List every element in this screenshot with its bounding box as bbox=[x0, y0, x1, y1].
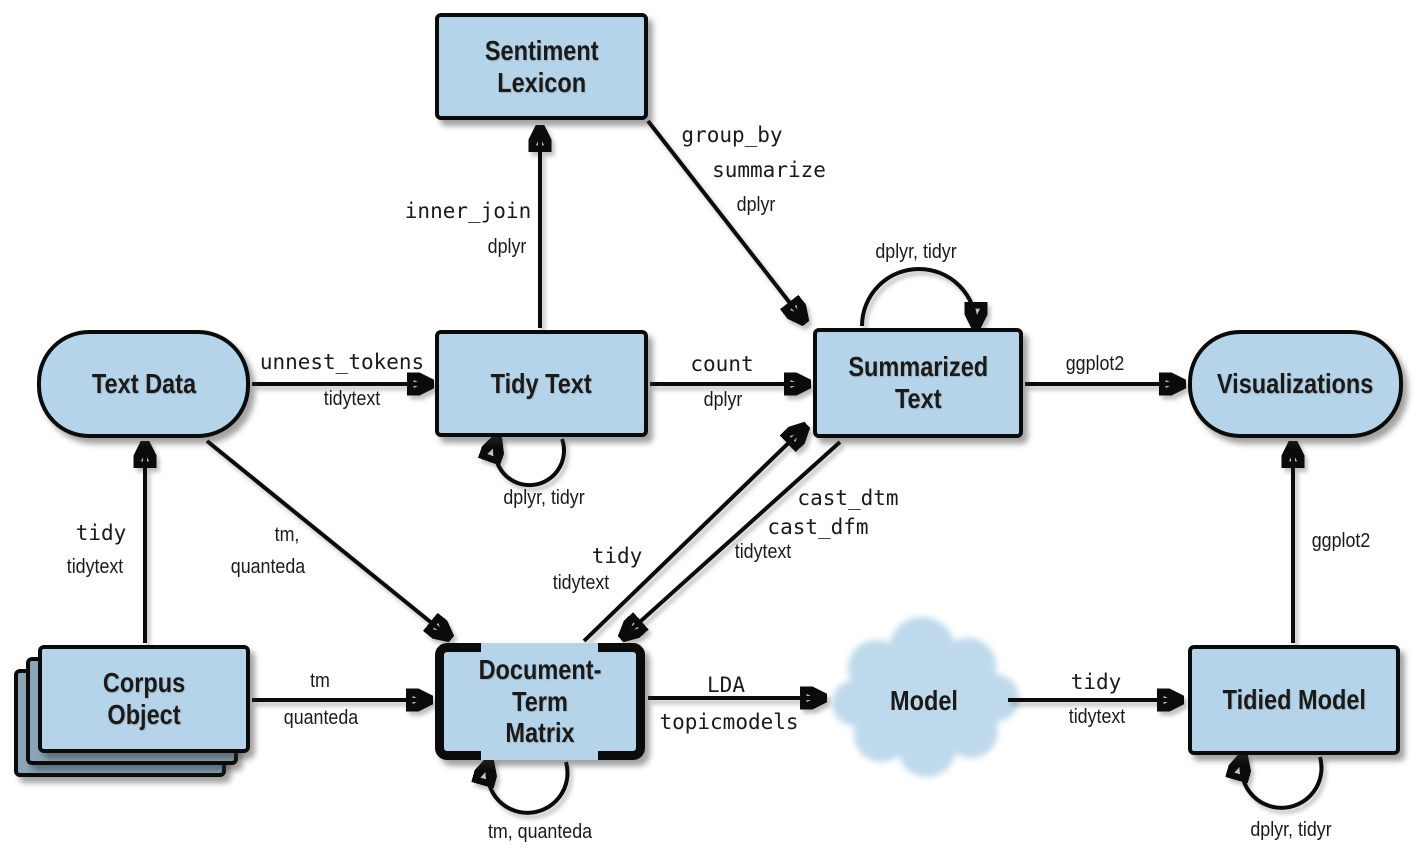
edge-label-quanteda-2: quanteda bbox=[283, 706, 359, 729]
node-text-data: Text Data bbox=[37, 330, 250, 438]
edge-label-tidytext-1: tidytext bbox=[323, 387, 381, 410]
node-sentiment-lexicon: Sentiment Lexicon bbox=[435, 13, 648, 120]
edge-label-tidy-1: tidy bbox=[75, 521, 127, 545]
edge-label-dplyr-2: dplyr bbox=[736, 193, 776, 216]
edge-label-group-by: group_by bbox=[681, 123, 783, 147]
edge-label-tidytext-2: tidytext bbox=[66, 555, 124, 578]
node-tidied-model-label: Tidied Model bbox=[1222, 684, 1366, 716]
edge-label-unnest-tokens: unnest_tokens bbox=[259, 350, 425, 374]
edge-label-dplyr-tidyr-2: dplyr, tidyr bbox=[875, 240, 957, 263]
edge-label-tidytext-4: tidytext bbox=[734, 540, 792, 563]
edge-label-ggplot2-top: ggplot2 bbox=[1065, 352, 1125, 375]
edge-label-cast-dtm: cast_dtm bbox=[797, 486, 899, 510]
edge-label-dplyr-tidyr-1: dplyr, tidyr bbox=[503, 486, 585, 509]
loop-tidiedmodel bbox=[1241, 757, 1324, 810]
arrow-sentimentlexicon-summarizedtext bbox=[646, 119, 804, 321]
node-sentiment-lexicon-label: Sentiment Lexicon bbox=[484, 34, 599, 98]
node-summarized-text: Summarized Text bbox=[813, 328, 1023, 438]
node-visualizations: Visualizations bbox=[1188, 330, 1403, 438]
edge-label-inner-join: inner_join bbox=[404, 199, 532, 223]
edge-label-lda: LDA bbox=[707, 673, 745, 697]
edge-label-count: count bbox=[690, 352, 754, 376]
edge-label-cast-dfm: cast_dfm bbox=[767, 515, 869, 539]
edge-label-dplyr-tidyr-3: dplyr, tidyr bbox=[1250, 818, 1332, 841]
edge-label-tm-quanteda: tm, quanteda bbox=[487, 820, 593, 843]
node-document-term-matrix: Document-Term Matrix bbox=[435, 643, 645, 760]
node-tidy-text: Tidy Text bbox=[435, 330, 648, 437]
edge-label-dplyr-1: dplyr bbox=[487, 235, 527, 258]
node-document-term-matrix-label: Document-Term Matrix bbox=[478, 653, 602, 749]
edge-label-dplyr-3: dplyr bbox=[703, 388, 743, 411]
loop-tidytext bbox=[495, 439, 566, 487]
edge-label-tidytext-3: tidytext bbox=[552, 571, 610, 594]
edge-label-summarize: summarize bbox=[712, 158, 826, 182]
loop-dtm bbox=[488, 762, 570, 815]
node-model-label: Model bbox=[890, 685, 958, 716]
node-text-data-label: Text Data bbox=[91, 368, 196, 400]
node-visualizations-label: Visualizations bbox=[1217, 368, 1374, 400]
arrow-textdata-dtm bbox=[205, 439, 449, 637]
edge-label-tidy-2: tidy bbox=[591, 544, 643, 568]
node-tidy-text-label: Tidy Text bbox=[490, 367, 593, 399]
dtm-border-notch-top bbox=[481, 643, 598, 654]
edge-label-tidytext-5: tidytext bbox=[1068, 705, 1126, 728]
loop-summarizedtext bbox=[860, 267, 976, 326]
node-summarized-text-label: Summarized Text bbox=[848, 351, 988, 414]
edge-label-tm-comma: tm, bbox=[274, 523, 300, 546]
edge-label-quanteda-1: quanteda bbox=[230, 555, 306, 578]
dtm-border-notch-bottom bbox=[481, 749, 598, 760]
node-corpus-object-label: Corpus Object bbox=[102, 667, 186, 730]
node-corpus-object: Corpus Object bbox=[38, 645, 250, 753]
edge-label-tm: tm bbox=[310, 669, 330, 692]
edge-label-tidy-3: tidy bbox=[1070, 670, 1122, 694]
node-tidied-model: Tidied Model bbox=[1188, 645, 1400, 755]
edge-label-topicmodels: topicmodels bbox=[659, 710, 799, 734]
edge-label-ggplot2-right: ggplot2 bbox=[1311, 529, 1371, 552]
arrow-summarizedtext-dtm bbox=[623, 440, 842, 637]
